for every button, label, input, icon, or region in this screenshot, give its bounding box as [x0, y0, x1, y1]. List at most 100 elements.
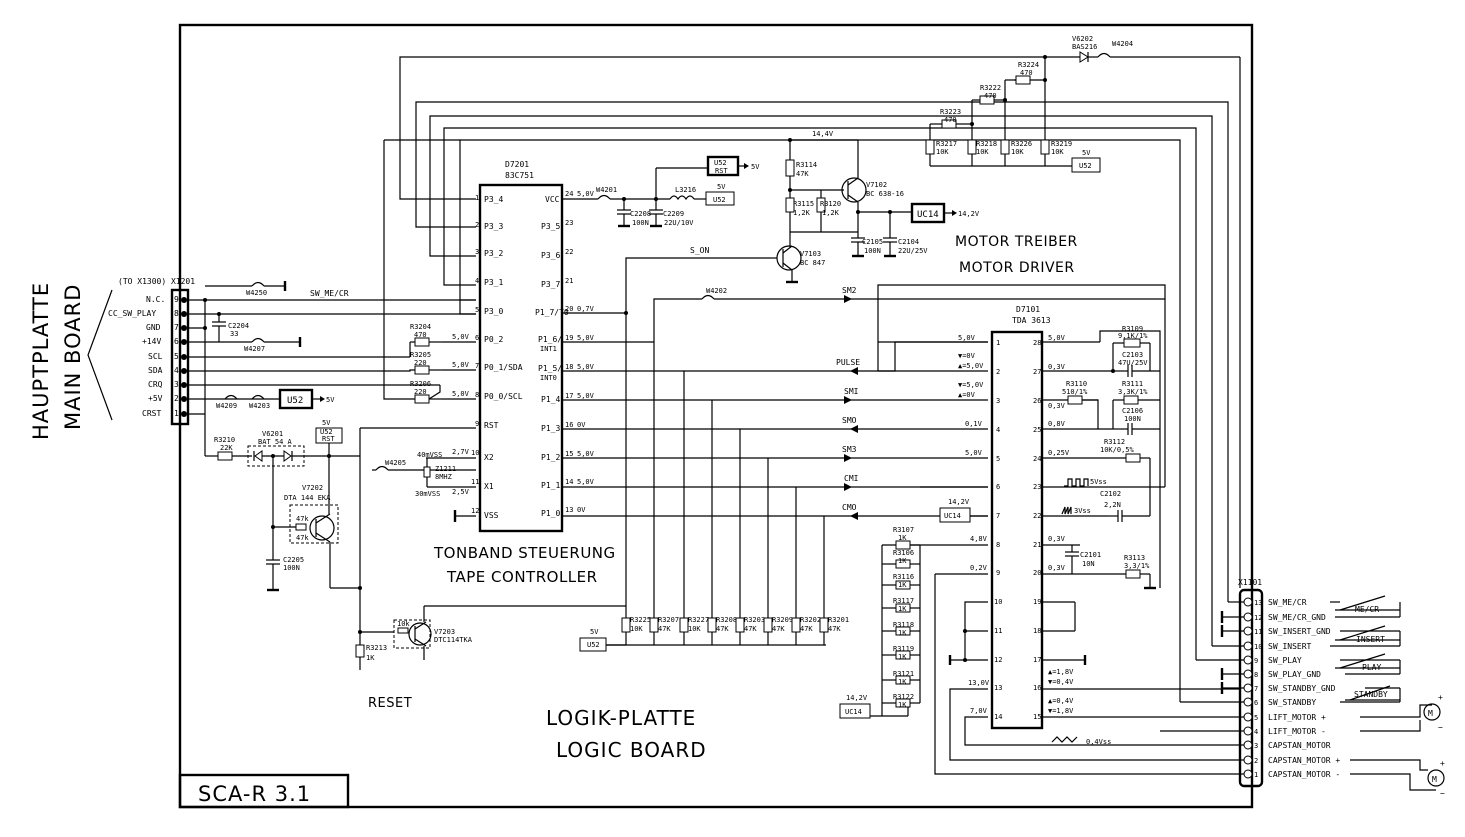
svg-text:SW_PLAY_GND: SW_PLAY_GND [1268, 670, 1321, 679]
svg-text:LIFT_MOTOR +: LIFT_MOTOR + [1268, 713, 1326, 722]
svg-text:M: M [1432, 775, 1437, 784]
svg-text:10: 10 [994, 598, 1002, 606]
r3119-label: R3119 [893, 645, 914, 653]
svg-text:5: 5 [174, 352, 179, 361]
svg-text:10K: 10K [688, 625, 701, 633]
svg-text:1K: 1K [898, 581, 907, 589]
svg-text:▼=0V: ▼=0V [958, 352, 976, 360]
svg-text:P0_0/SCL: P0_0/SCL [484, 392, 523, 401]
svg-text:CRQ: CRQ [148, 380, 163, 389]
r3218-label: R3218 [976, 140, 997, 148]
board-outline [178, 23, 1254, 809]
svg-text:0,7V: 0,7V [577, 305, 595, 313]
svg-text:8: 8 [996, 541, 1000, 549]
r3217-label: R3217 [936, 140, 957, 148]
x1101-title: X1101 [1238, 578, 1262, 587]
svg-text:0,25V: 0,25V [1048, 449, 1070, 457]
r3226-label: R3226 [1011, 140, 1032, 148]
svg-text:2,5V: 2,5V [452, 488, 470, 496]
v6201-label: V6201 [262, 430, 283, 438]
r3227-label: R3227 [688, 616, 709, 624]
svg-text:+14V: +14V [142, 337, 161, 346]
svg-text:5,0V: 5,0V [452, 390, 470, 398]
main-board-bracket [87, 289, 113, 421]
sw-me-cr-net: SW_ME/CR [310, 289, 349, 298]
c2102-label: C2102 [1100, 490, 1121, 498]
svg-text:22U/10V: 22U/10V [664, 219, 694, 227]
sm3-net: SM3 [842, 445, 857, 454]
svg-text:−: − [1438, 723, 1443, 732]
u52-rst-box: U52 [714, 159, 727, 167]
reset-label: RESET [368, 696, 412, 711]
r3118-label: R3118 [893, 621, 914, 629]
svg-text:5,0V: 5,0V [965, 449, 983, 457]
svg-text:14: 14 [994, 713, 1002, 721]
r3110-label: R3110 [1066, 380, 1087, 388]
svg-text:5V: 5V [717, 183, 726, 191]
svg-text:P0_2: P0_2 [484, 335, 503, 344]
svg-text:8: 8 [475, 391, 479, 399]
svg-text:BC 847: BC 847 [800, 259, 825, 267]
d7201-right-wiring: S_ON W4202 SM2 PULSE SMI SMO SM3 [562, 246, 1166, 606]
svg-text:0,2V: 0,2V [970, 564, 988, 572]
svg-text:SW_ME/CR: SW_ME/CR [1268, 598, 1307, 607]
d7201-ref: D7201 [505, 160, 529, 169]
svg-text:47K: 47K [800, 625, 813, 633]
w4207-label: W4207 [244, 345, 265, 353]
svg-text:16: 16 [565, 421, 573, 429]
svg-text:13,0V: 13,0V [968, 679, 990, 687]
svg-text:P1_6/: P1_6/ [538, 335, 562, 344]
r3213-label: R3213 [366, 644, 387, 652]
r3223-label: R3223 [940, 108, 961, 116]
svg-text:47U/25V: 47U/25V [1118, 359, 1148, 367]
c2101-label: C2101 [1080, 551, 1101, 559]
svg-text:5,0V: 5,0V [577, 478, 595, 486]
svg-text:P3_1: P3_1 [484, 278, 503, 287]
svg-text:10K: 10K [936, 148, 949, 156]
c2209-label: C2209 [663, 210, 684, 218]
svg-text:2: 2 [1254, 757, 1258, 765]
r3112-label: R3112 [1104, 438, 1125, 446]
c2208-label: C2208 [630, 210, 651, 218]
svg-text:0,4Vss: 0,4Vss [1086, 738, 1111, 746]
svg-text:47K: 47K [796, 170, 809, 178]
svg-text:17: 17 [565, 392, 573, 400]
svg-text:5V: 5V [590, 628, 599, 636]
d7101-ref: D7101 [1016, 305, 1040, 314]
r3117-label: R3117 [893, 597, 914, 605]
r3208-label: R3208 [716, 616, 737, 624]
svg-text:VSS: VSS [484, 511, 499, 520]
svg-text:0,3V: 0,3V [1048, 363, 1066, 371]
svg-text:P3_6: P3_6 [541, 251, 560, 260]
switch-me-cr-label: ME/CR [1355, 605, 1379, 614]
svg-text:DTC114TKA: DTC114TKA [434, 636, 473, 644]
r3202-label: R3202 [800, 616, 821, 624]
r3122-label: R3122 [893, 693, 914, 701]
svg-text:47k: 47k [296, 534, 309, 542]
svg-text:9,1K/1%: 9,1K/1% [1118, 332, 1148, 340]
svg-text:1K: 1K [898, 557, 907, 565]
svg-text:3: 3 [996, 397, 1000, 405]
svg-text:M: M [1428, 709, 1433, 718]
svg-text:DTA 144 EKA: DTA 144 EKA [284, 494, 331, 502]
c2105-label: C2105 [862, 238, 883, 246]
svg-text:0,1V: 0,1V [965, 420, 983, 428]
svg-text:10K: 10K [630, 625, 643, 633]
svg-text:P3_7: P3_7 [541, 280, 560, 289]
svg-text:0V: 0V [577, 421, 586, 429]
uc14-a-box: UC14 [944, 512, 961, 520]
svg-text:P1_4: P1_4 [541, 395, 560, 404]
capstan-motor-icon [1427, 769, 1445, 787]
svg-text:26: 26 [1033, 397, 1041, 405]
svg-text:VCC: VCC [545, 195, 560, 204]
svg-text:▼=0,4V: ▼=0,4V [1048, 678, 1074, 686]
svg-text:+: + [1438, 693, 1443, 702]
r3219-label: R3219 [1051, 140, 1072, 148]
